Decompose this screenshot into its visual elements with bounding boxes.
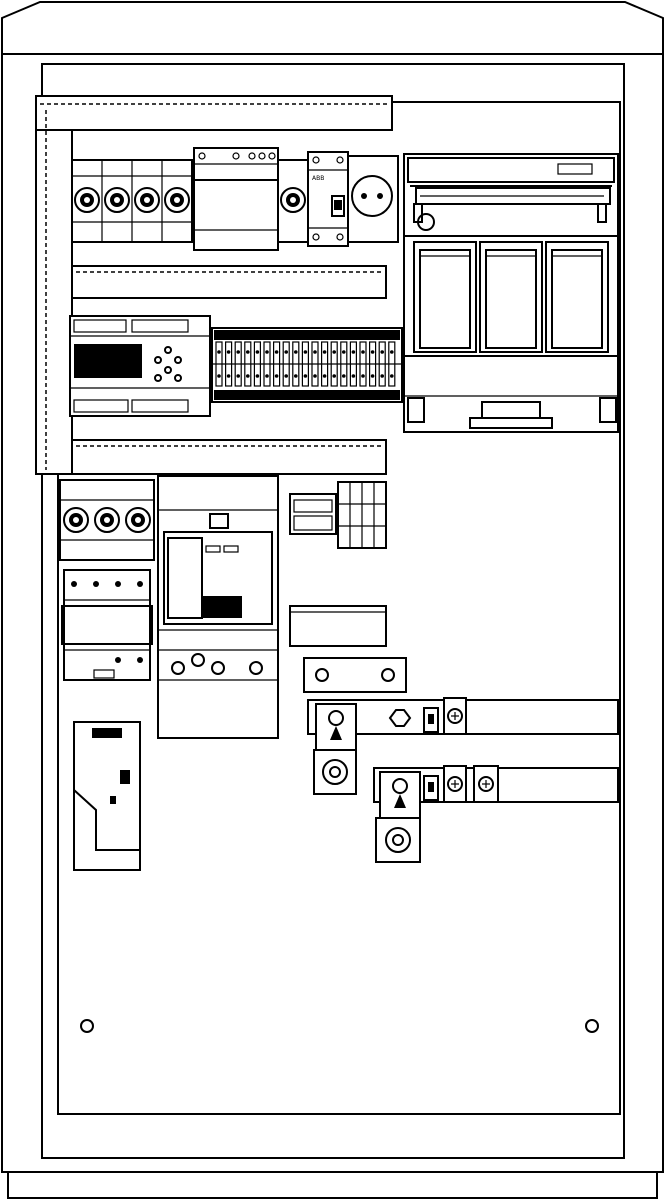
fuse-holder-block (71, 159, 193, 243)
fuse-switch-disconnector (59, 479, 155, 561)
busbar-upper (307, 697, 619, 795)
terminal-screw (246, 350, 250, 354)
cable-ducts (35, 95, 393, 475)
terminal-screw (322, 374, 327, 378)
programmable-relay (69, 315, 211, 417)
fuse-holder (134, 187, 160, 213)
terminal-slot (215, 341, 223, 387)
terminal-slot (244, 341, 252, 387)
fuse-holder (164, 187, 190, 213)
terminal-screw (274, 350, 279, 354)
terminal-screw (313, 374, 317, 378)
terminal-slot (330, 341, 338, 387)
energy-meter (157, 475, 279, 739)
terminal-screw (332, 350, 337, 354)
terminal-slot (225, 341, 233, 387)
terminal-screw (390, 350, 394, 354)
terminal-screw (351, 350, 356, 354)
terminal-slot (340, 341, 348, 387)
switch-indicator (417, 213, 435, 231)
surge-protection-device (61, 569, 153, 681)
terminal-screw (217, 350, 221, 354)
terminal-screw (380, 350, 385, 354)
cabinet-plinth (7, 1171, 658, 1199)
terminal-slot (378, 341, 386, 387)
terminal-slot (282, 341, 290, 387)
mounting-hole-left (80, 1019, 94, 1033)
door-frame (41, 63, 625, 1159)
din-socket-outlet (347, 155, 399, 243)
terminal-screw (313, 350, 317, 354)
fuse-carrier (479, 241, 543, 353)
cable-duct-lower (71, 439, 387, 475)
terminal-screw (284, 350, 289, 354)
terminal-screw (361, 374, 365, 378)
din-module-power-supply (193, 147, 279, 251)
main-load-break-switch (403, 153, 619, 433)
terminal-screw (255, 350, 260, 354)
cabinet-roof (0, 0, 664, 55)
terminal-screw (332, 374, 337, 378)
terminal-screw (303, 350, 308, 354)
terminal-screw (380, 374, 385, 378)
terminal-screw (217, 374, 221, 378)
cable-duct-top (35, 95, 393, 131)
terminal-slot (273, 341, 281, 387)
terminal-screw (370, 374, 375, 378)
fuse-carrier (545, 241, 609, 353)
terminal-screw (255, 374, 260, 378)
terminal-screw (236, 350, 240, 354)
neutral-link-bar (303, 657, 407, 693)
cable-duct-vertical (35, 129, 73, 475)
terminal-screw (274, 374, 279, 378)
terminal-slot (388, 341, 396, 387)
terminal-block-strip (211, 327, 403, 403)
terminal-screw (390, 374, 394, 378)
terminal-screw (361, 350, 365, 354)
terminal-slot (349, 341, 357, 387)
breaker-brand-label: ABB (312, 175, 324, 182)
terminal-slot (359, 341, 367, 387)
control-module (73, 721, 141, 871)
fuse-holder (74, 187, 100, 213)
terminal-screw (236, 374, 240, 378)
terminal-slot (311, 341, 319, 387)
terminal-screw (226, 350, 231, 354)
terminal-screw (351, 374, 356, 378)
fuse-carrier (413, 241, 477, 353)
terminal-slot (253, 341, 261, 387)
fuse-holder (104, 187, 130, 213)
terminal-screw (322, 350, 327, 354)
terminal-group-small (289, 481, 387, 549)
terminal-screw (370, 350, 375, 354)
terminal-screw (294, 374, 298, 378)
mounting-hole-right (585, 1019, 599, 1033)
terminal-screw (342, 350, 346, 354)
relay-display (74, 344, 142, 378)
terminal-screw (226, 374, 231, 378)
miniature-circuit-breaker: ABB (307, 151, 349, 247)
fuse-holder-single (277, 159, 309, 243)
terminal-screw (265, 374, 269, 378)
terminal-slot (263, 341, 271, 387)
din-rail-section (289, 605, 387, 647)
terminal-screw (265, 350, 269, 354)
terminal-screw (303, 374, 308, 378)
busbar-lower (373, 765, 619, 863)
terminal-screw (342, 374, 346, 378)
cable-duct-middle (71, 265, 387, 299)
terminal-slot (301, 341, 309, 387)
terminal-slot (234, 341, 242, 387)
terminal-slot (292, 341, 300, 387)
terminal-screw (294, 350, 298, 354)
terminal-slot (321, 341, 329, 387)
terminal-screw (246, 374, 250, 378)
terminal-slot (369, 341, 377, 387)
terminal-screw (284, 374, 289, 378)
